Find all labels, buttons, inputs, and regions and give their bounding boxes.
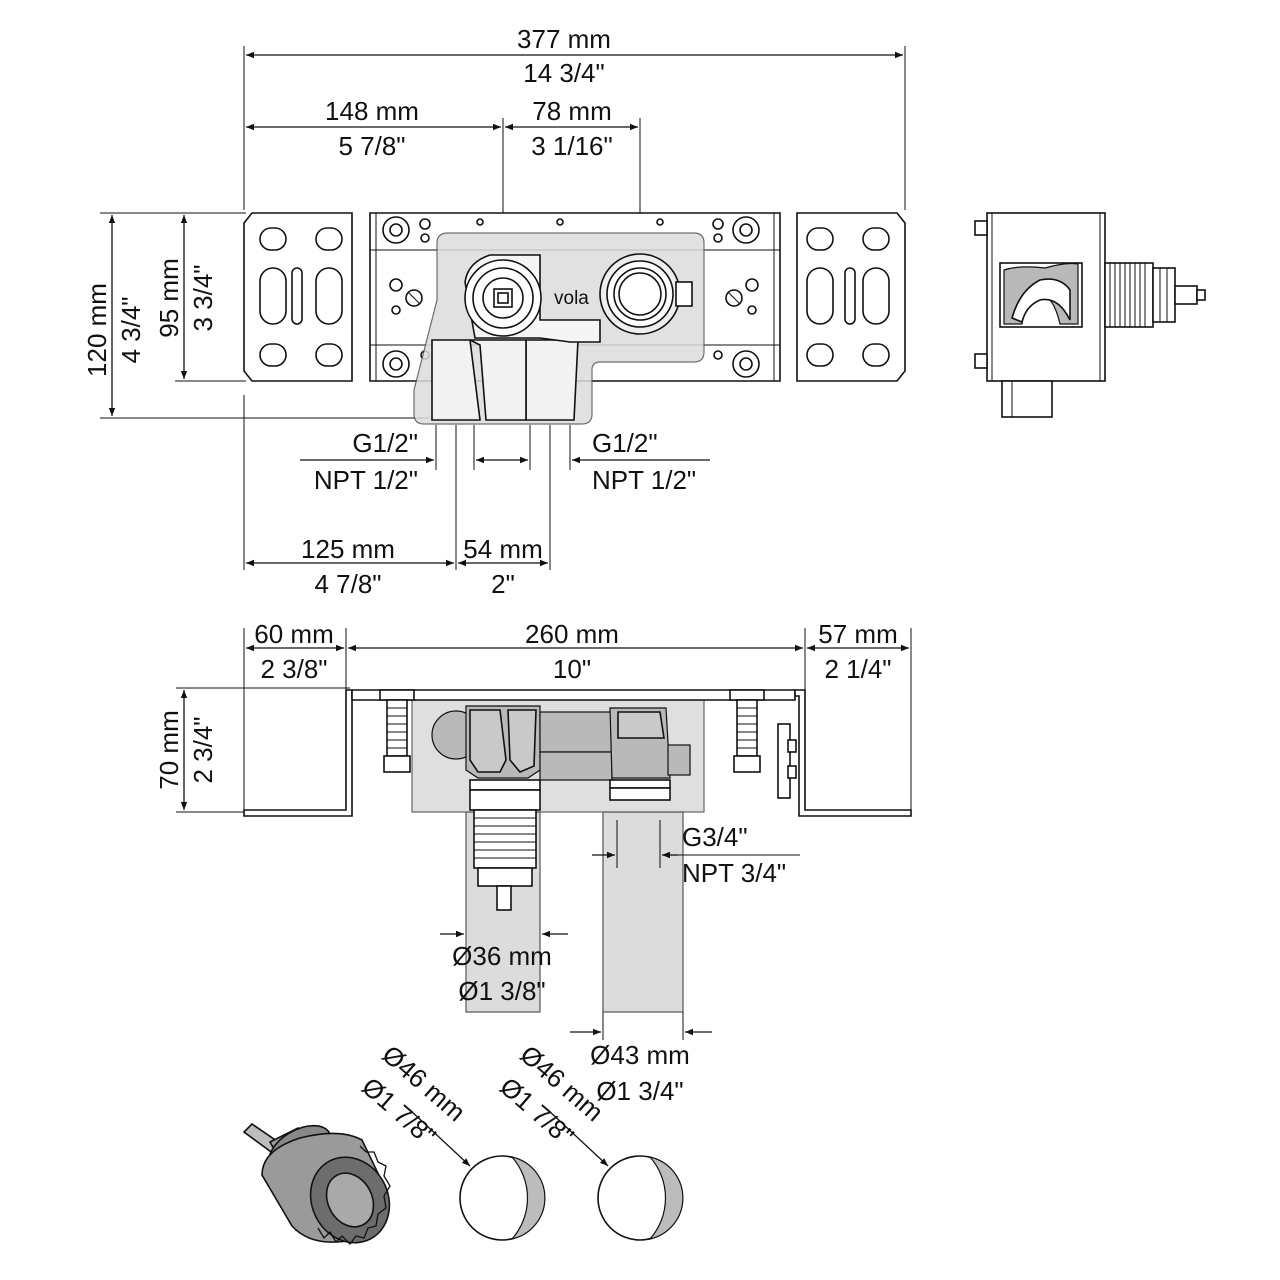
mounting-bolt-right <box>729 689 765 773</box>
inlet-right-thread: G1/2" <box>592 428 658 458</box>
plate-holes <box>389 218 759 360</box>
side-view <box>974 212 1206 418</box>
inlet-left-npt: NPT 1/2" <box>314 465 418 495</box>
valve-body <box>431 705 691 801</box>
outlet-spacing-inch: 3 1/16" <box>531 131 613 161</box>
outlet-sleeve-right <box>602 811 684 1013</box>
spindle-diameter-mm: Ø36 mm <box>452 941 552 971</box>
inlet-offset-inch: 4 7/8" <box>314 569 381 599</box>
plate-height-mm: 95 mm <box>154 258 184 337</box>
top-view: 60 mm 2 3/8" 260 mm 10" 57 mm 2 1/4" 70 … <box>154 619 912 1106</box>
left-valve-spindle <box>464 259 542 337</box>
depth-inch: 2 3/4" <box>188 716 218 783</box>
spindle-diameter-inch: Ø1 3/8" <box>458 976 545 1006</box>
body-width-mm: 260 mm <box>525 619 619 649</box>
inlet-right <box>525 339 579 421</box>
right-outlet-spindle <box>599 253 693 335</box>
sleeve-diameter-inch: Ø1 3/4" <box>596 1076 683 1106</box>
inlet-offset-mm: 125 mm <box>301 534 395 564</box>
corner-nut-bottom-left <box>382 350 410 378</box>
mounting-bolt-left <box>379 689 415 773</box>
corner-nut-bottom-right <box>732 350 760 378</box>
outlet-thread: G3/4" <box>682 822 748 852</box>
sleeve-diameter-mm: Ø43 mm <box>590 1040 690 1070</box>
inlet-spacing-inch: 2" <box>491 569 515 599</box>
overall-width-mm: 377 mm <box>517 24 611 54</box>
hole-saw <box>242 1122 391 1245</box>
left-bracket-mm: 60 mm <box>254 619 333 649</box>
overall-height-mm: 120 mm <box>82 283 112 377</box>
front-view: 377 mm 14 3/4" 148 mm 5 7/8" 78 mm 3 1/1… <box>82 24 906 599</box>
corner-nut-top-right <box>732 216 760 244</box>
side-spindle <box>1104 262 1206 328</box>
corner-nut-top-left <box>382 216 410 244</box>
left-bracket-inch: 2 3/8" <box>260 654 327 684</box>
spindle-thread <box>469 789 541 911</box>
left-offset-inch: 5 7/8" <box>338 131 405 161</box>
depth-mm: 70 mm <box>154 710 184 789</box>
right-bracket-inch: 2 1/4" <box>824 654 891 684</box>
overall-height-inch: 4 3/4" <box>116 296 146 363</box>
overall-width-inch: 14 3/4" <box>523 58 605 88</box>
inlet-spacing-mm: 54 mm <box>463 534 542 564</box>
plate-height-inch: 3 3/4" <box>188 264 218 331</box>
outlet-spacing-mm: 78 mm <box>532 96 611 126</box>
brand-logo: vola <box>554 288 589 309</box>
right-bracket-mm: 57 mm <box>818 619 897 649</box>
inlet-left <box>431 339 481 421</box>
left-offset-mm: 148 mm <box>325 96 419 126</box>
bracket-profile <box>243 689 353 817</box>
inlet-right-npt: NPT 1/2" <box>592 465 696 495</box>
inlet-left-thread: G1/2" <box>352 428 418 458</box>
outlet-npt: NPT 3/4" <box>682 858 786 888</box>
body-width-inch: 10" <box>553 654 591 684</box>
